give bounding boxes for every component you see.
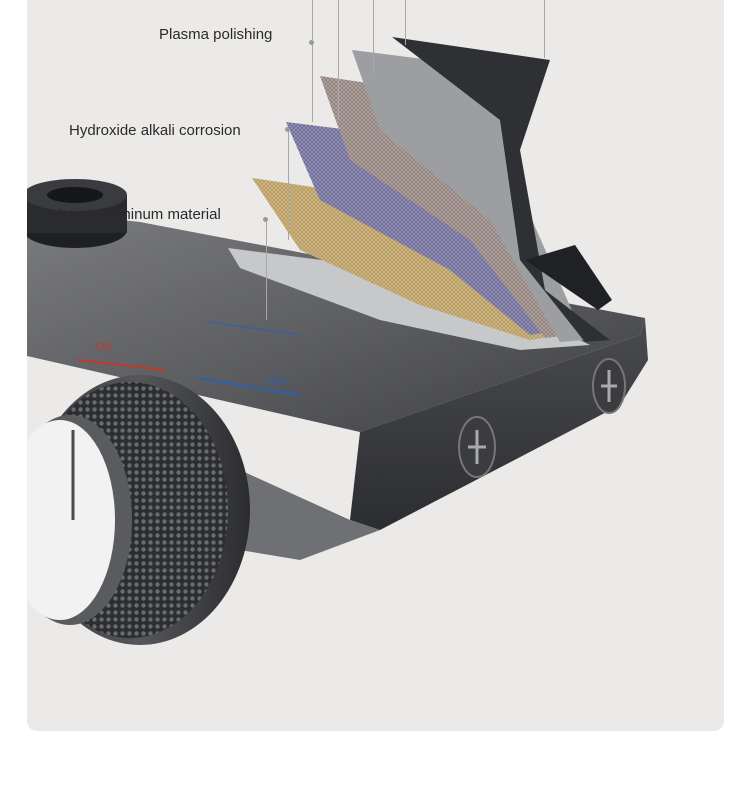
leader-line [288,130,289,240]
leader-line [312,0,313,40]
product-panel: ON OFF [27,0,724,731]
faucet-body-top [27,210,645,432]
leader-line [266,220,267,320]
faucet-illustration [27,37,648,645]
callout-aviation-aluminum-material: Aviation aluminum material [41,206,221,223]
leader-line [405,0,406,45]
leader-line [373,0,374,75]
off-marker-line [197,377,301,396]
sheet-dark [392,37,610,342]
on-marker-line [77,359,166,371]
leader-line [338,0,339,120]
callout-dot [263,217,268,222]
on-marking: ON [94,340,113,354]
screw-icon [592,358,626,414]
callout-plasma-polishing: Plasma polishing [159,26,273,43]
temperature-knob [27,375,250,645]
callout-dot [309,40,314,45]
faucet-body-front [350,318,648,530]
callout-hydroxide-alkali-corrosion: Hydroxide alkali corrosion [69,122,241,139]
leader-line [544,0,545,58]
leader-line [312,42,313,122]
callout-dot [285,127,290,132]
screw-icon [458,416,496,478]
sheet-gray [352,50,585,342]
